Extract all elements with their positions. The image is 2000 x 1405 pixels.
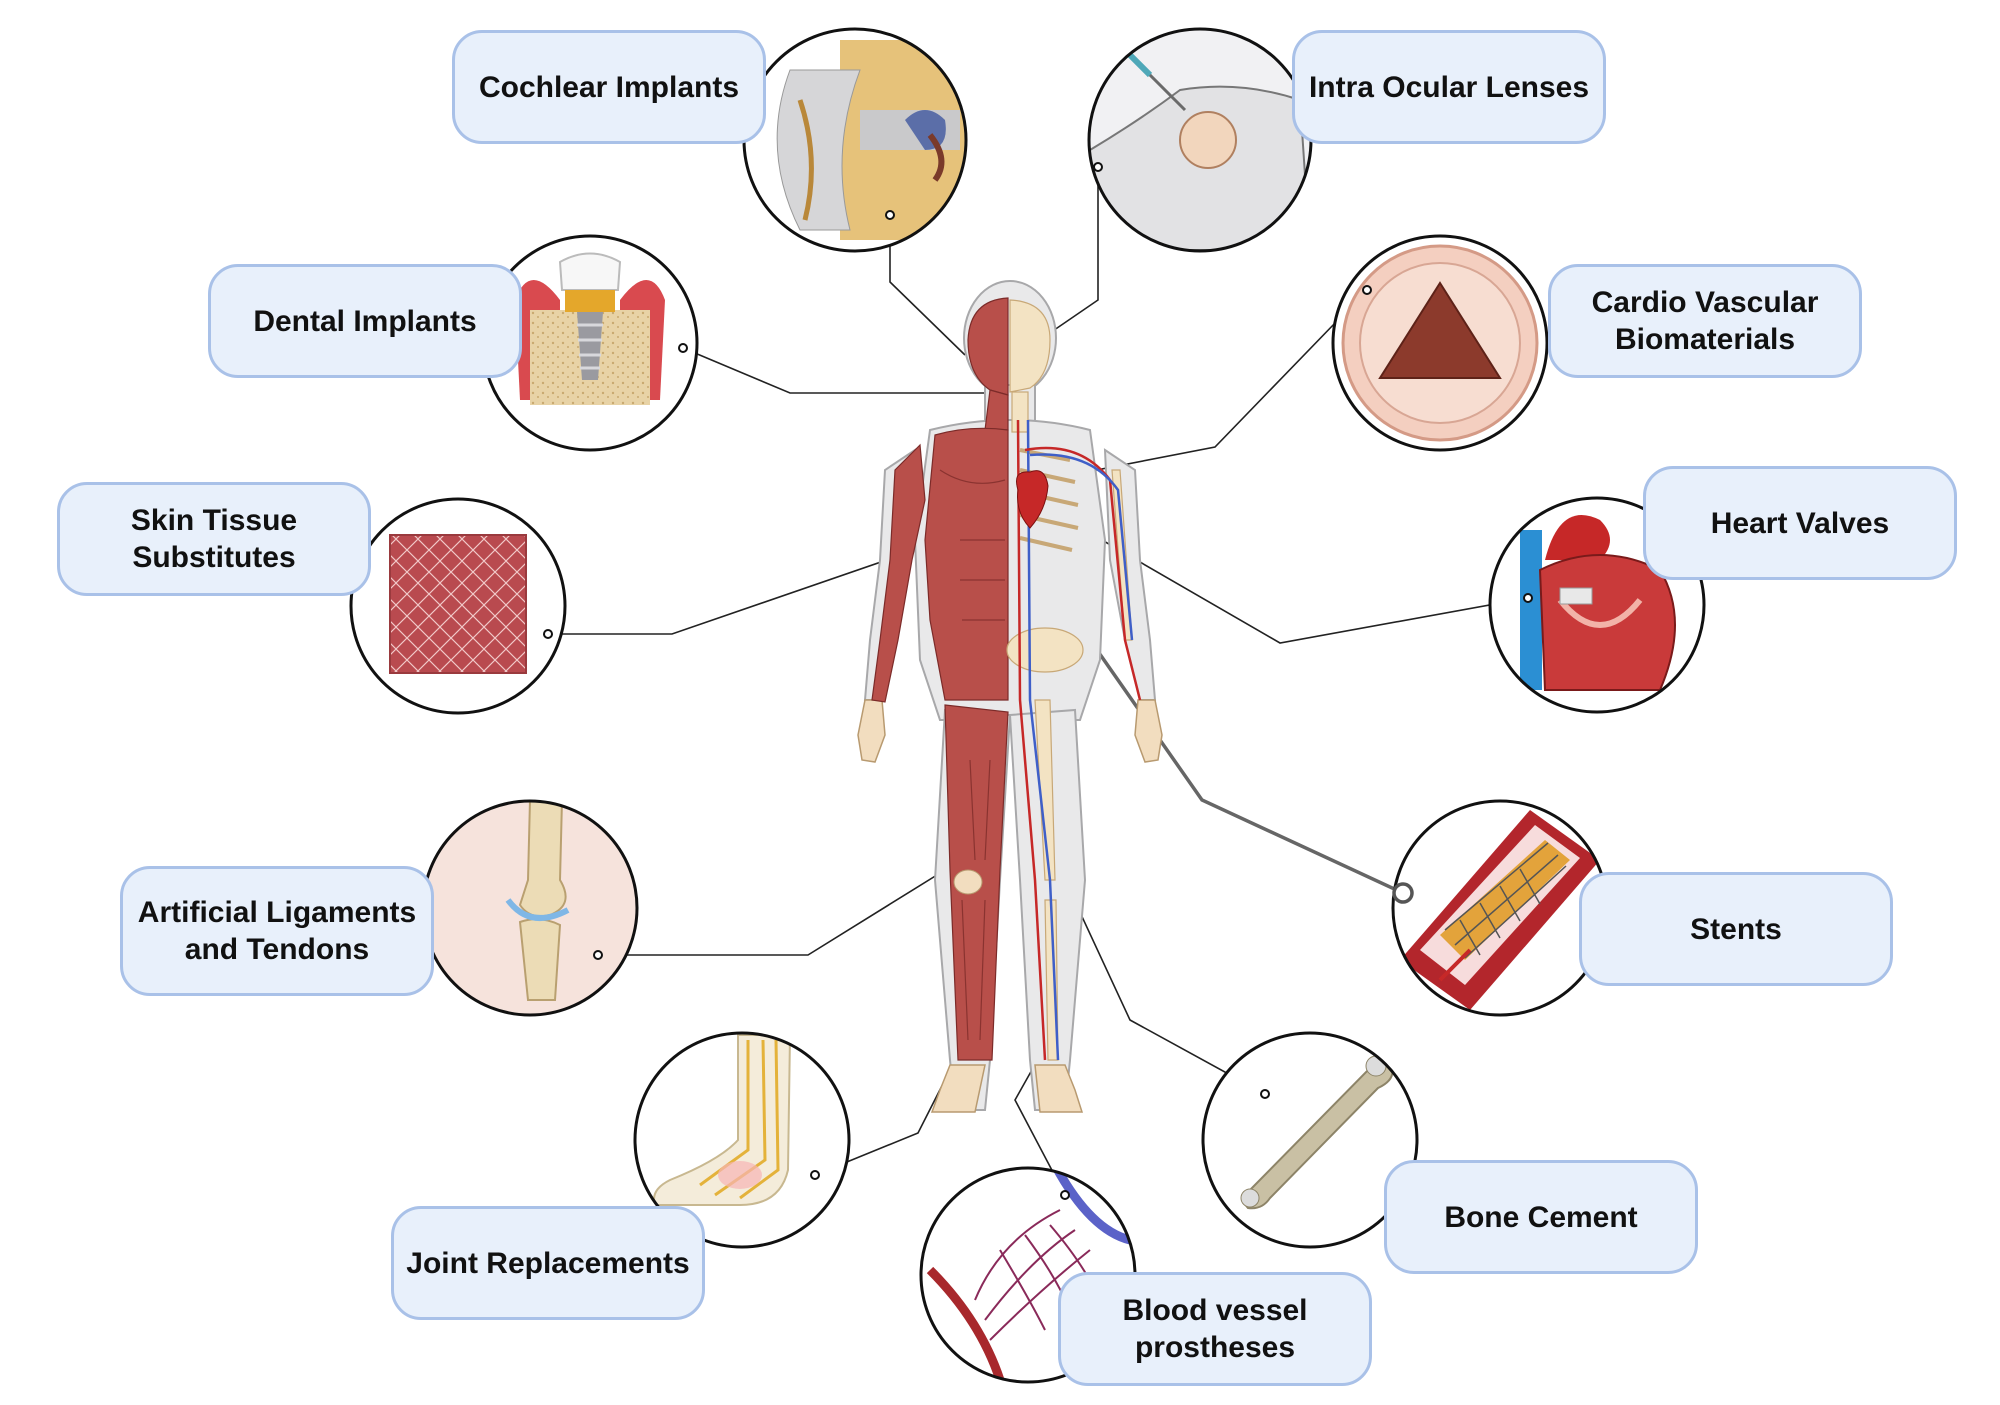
- label-blood-vessel-prostheses: Blood vessel prostheses: [1058, 1272, 1372, 1386]
- connector-dental: [682, 347, 985, 394]
- label-intra-ocular-lenses: Intra Ocular Lenses: [1292, 30, 1606, 144]
- label-skin-tissue-substitutes: Skin Tissue Substitutes: [57, 482, 371, 596]
- ear-icon: [742, 27, 968, 253]
- knee-icon: [421, 799, 639, 1017]
- body-silhouette: [863, 280, 1157, 1111]
- vessel-valve-icon: [1331, 234, 1549, 452]
- stent-icon: [1391, 799, 1609, 1017]
- label-dental-implants: Dental Implants: [208, 264, 522, 378]
- skin-mesh-icon: [349, 497, 567, 715]
- label-heart-valves: Heart Valves: [1643, 466, 1957, 580]
- foot-joint-icon: [633, 1031, 851, 1249]
- hands-and-feet: [857, 699, 1163, 1113]
- tooth-implant-icon: [481, 234, 699, 452]
- label-cochlear-implants: Cochlear Implants: [452, 30, 766, 144]
- bone-icon: [1201, 1031, 1419, 1249]
- human-body-figure: [857, 280, 1163, 1113]
- label-bone-cement: Bone Cement: [1384, 1160, 1698, 1274]
- knee-left: [953, 869, 983, 895]
- label-joint-replacements: Joint Replacements: [391, 1206, 705, 1320]
- connector-ligaments: [598, 869, 946, 956]
- eye-icon: [1087, 27, 1313, 253]
- connector-skin: [548, 551, 911, 635]
- muscle-detail: [939, 469, 1006, 1041]
- label-artificial-ligaments-and-tendons: Artificial Ligaments and Tendons: [120, 866, 434, 996]
- label-stents: Stents: [1579, 872, 1893, 986]
- connector-bone: [1064, 879, 1266, 1095]
- label-cardio-vascular-biomaterials: Cardio Vascular Biomaterials: [1548, 264, 1862, 378]
- heart-organ: [1016, 470, 1049, 529]
- blood-vessels: [1016, 419, 1142, 1061]
